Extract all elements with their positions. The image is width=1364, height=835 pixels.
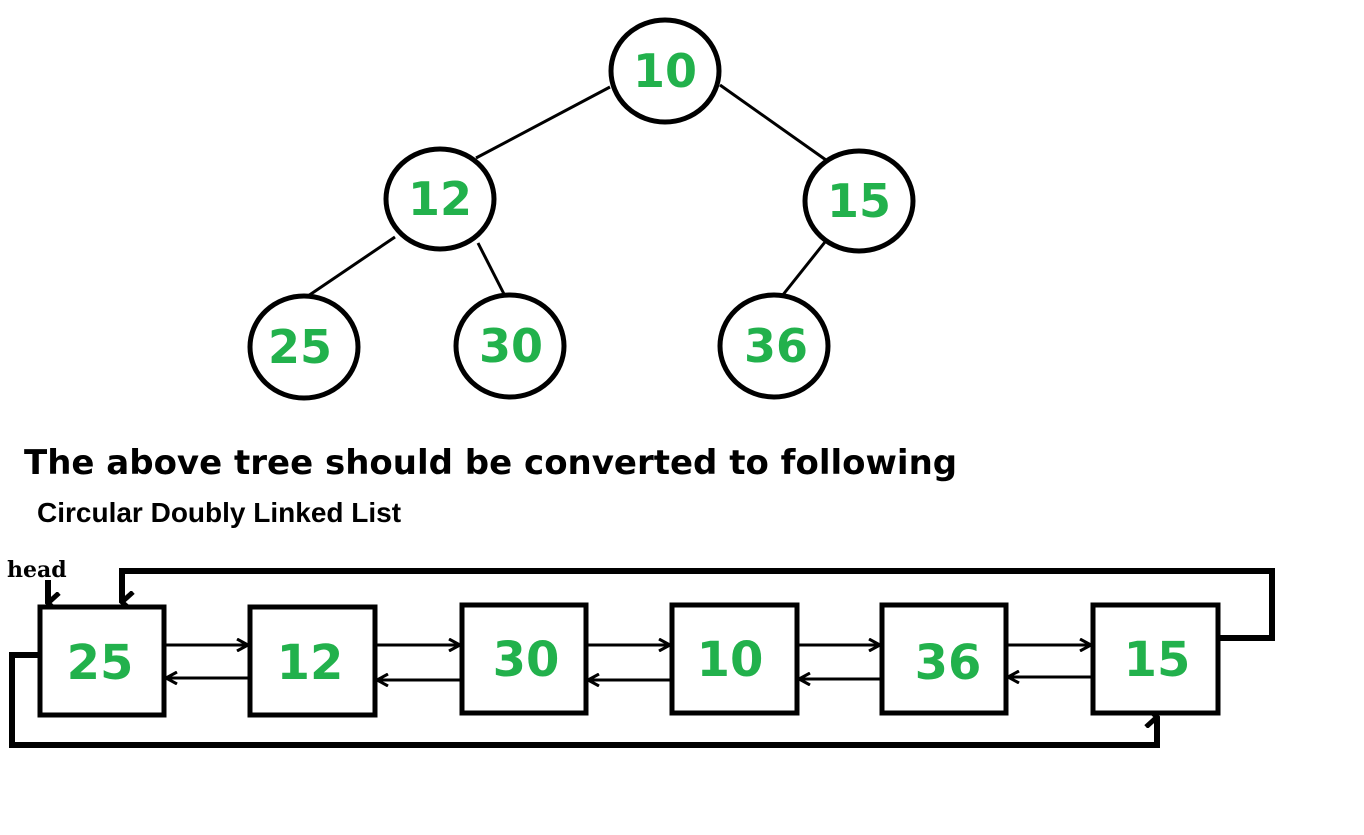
list-node-2: 12 (247, 604, 378, 718)
prev-links (166, 677, 1093, 680)
edge-10-12 (475, 85, 611, 160)
edge-12-25 (304, 235, 396, 300)
tree-node-value: 15 (827, 174, 891, 228)
tree-node-right-left: 36 (717, 292, 831, 400)
tree-node-value: 36 (744, 319, 808, 373)
caption-heading: The above tree should be converted to fo… (24, 443, 957, 483)
caption-subheading: Circular Doubly Linked List (37, 497, 401, 528)
tree-node-left: 12 (383, 146, 497, 252)
edge-12-30 (476, 242, 507, 297)
tree-node-left-right: 30 (453, 292, 567, 400)
tree-node-value: 30 (479, 319, 543, 373)
tree-node-value: 10 (633, 44, 697, 98)
list-node-6: 15 (1090, 602, 1221, 716)
circular-links (9, 568, 1275, 748)
list-node-value: 36 (915, 635, 982, 691)
head-pointer: head (7, 557, 67, 603)
tree-node-right: 15 (802, 148, 916, 254)
tree-edges (304, 83, 827, 300)
tree-node-root: 10 (608, 17, 722, 125)
list-node-value: 15 (1124, 632, 1191, 688)
list-node-value: 12 (277, 635, 344, 691)
list-node-4: 10 (669, 602, 800, 716)
wrap-link-last-to-first (119, 568, 1275, 641)
tree-node-left-left: 25 (247, 293, 361, 401)
edge-15-36 (780, 241, 827, 297)
list-node-value: 30 (493, 632, 560, 688)
list-node-3: 30 (459, 602, 589, 716)
list-node-1: 25 (37, 604, 167, 718)
edge-10-15 (719, 83, 827, 162)
list-node-5: 36 (879, 602, 1009, 716)
wrap-link-first-to-last (9, 652, 1160, 748)
head-label: head (7, 557, 67, 583)
tree-node-value: 12 (408, 172, 472, 226)
list-node-value: 25 (67, 635, 134, 691)
tree-node-value: 25 (268, 320, 332, 374)
list-node-value: 10 (697, 632, 764, 688)
